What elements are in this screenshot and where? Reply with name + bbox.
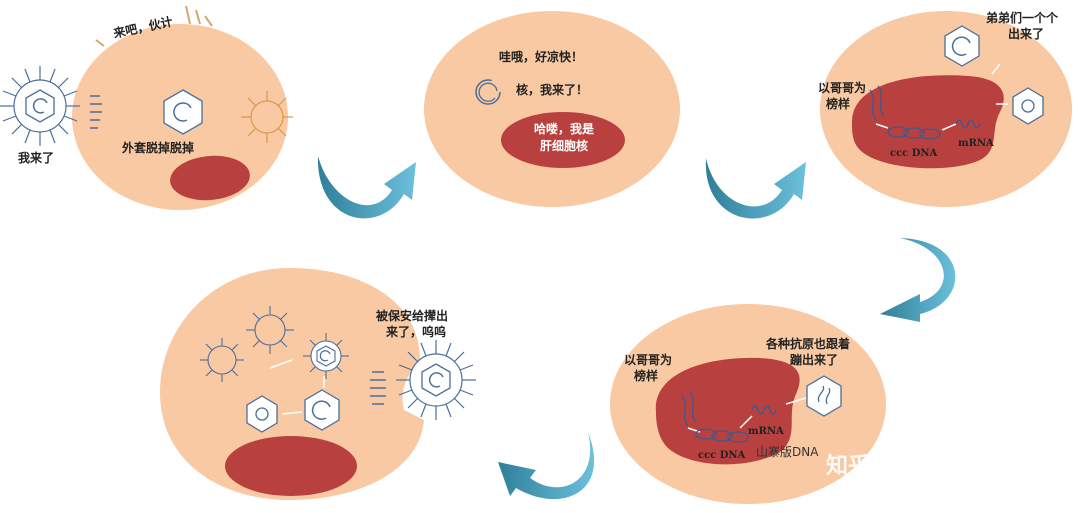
- exit-label-line1: 被保安给撵出: [376, 309, 449, 323]
- hexagon-capsid-icon: [25, 89, 55, 123]
- capsid-icon: [163, 89, 203, 135]
- model-label-3-line1: 以哥哥为: [818, 81, 867, 95]
- nucleus-3: [852, 75, 1004, 169]
- burst-lines-icon: [95, 5, 213, 47]
- curved-arrow-icon: [880, 238, 956, 322]
- panel-5-release: [160, 268, 476, 500]
- shed-coat-label: 外套脱掉脱掉: [122, 141, 195, 155]
- nucleus-arrive-label: 核，我来了！: [516, 83, 589, 97]
- mrna-label-4: mRNA: [748, 426, 784, 437]
- model-label-4-line1: 以哥哥为: [624, 353, 673, 367]
- mrna-icon: [955, 119, 981, 129]
- arrow-icon: [739, 415, 753, 429]
- panel-2-nucleus: [424, 11, 680, 207]
- empty-envelope-icon: [200, 338, 244, 382]
- panel-3-replication: [820, 11, 1072, 207]
- arrow-icon: [269, 359, 293, 369]
- nucleus-5: [225, 436, 357, 496]
- virus-icon: [396, 340, 476, 420]
- model-label-4-line2: 榜样: [634, 369, 659, 383]
- antigen-label-line2: 蹦出来了: [790, 353, 839, 367]
- panel-4-antigens: [610, 304, 886, 504]
- nucleus-greeting-line1: 哈喽，我是: [533, 122, 594, 136]
- antigen-hexagon-icon: [806, 375, 842, 417]
- model-label-3-line2: 榜样: [826, 97, 851, 111]
- circular-dna-icon: [32, 98, 48, 114]
- nucleus-2: [501, 112, 625, 168]
- arrow-icon: [875, 123, 889, 129]
- cccdna-label-4: ccc DNA: [698, 450, 746, 461]
- arrow-icon: [941, 123, 957, 131]
- cell-5: [160, 268, 424, 500]
- speed-lines-icon: [370, 371, 386, 405]
- virus-icon: [0, 66, 80, 146]
- curved-arrow-icon: [705, 158, 806, 219]
- cccdna-label-3: ccc DNA: [890, 148, 938, 159]
- brothers-label-line1: 弟弟们一个个: [986, 11, 1059, 25]
- dna-strands-icon: [869, 85, 885, 121]
- nucleus-1: [170, 155, 250, 201]
- cccdna-icon: [887, 126, 941, 140]
- mrna-icon: [751, 405, 777, 415]
- nucleus-greeting-line2: 肝细胞核: [539, 139, 588, 153]
- virus-arrival-label: 我来了: [18, 151, 55, 165]
- watermark: 知乎 @派来帮您: [826, 454, 988, 479]
- empty-envelope-icon: [241, 91, 293, 143]
- empty-envelope-icon: [246, 306, 294, 354]
- arrow-icon: [785, 397, 807, 405]
- brothers-label-line2: 出来了: [1008, 27, 1045, 41]
- fake-dna-label: 山寨版DNA: [756, 445, 819, 459]
- mrna-label-3: mRNA: [958, 138, 994, 149]
- curved-arrow-icon: [498, 432, 595, 500]
- cccdna-icon: [695, 428, 749, 443]
- cool-label: 哇哦，好凉快！: [499, 50, 584, 64]
- capsid-icon: [944, 25, 980, 67]
- arrow-icon: [991, 63, 1001, 75]
- curved-arrow-icon: [317, 156, 416, 219]
- assembling-virus-icon: [303, 333, 349, 379]
- exit-label-line2: 来了，呜呜: [386, 325, 447, 339]
- arrow-icon: [281, 411, 303, 415]
- nucleus-4: [655, 357, 800, 465]
- dna-strands-icon: [681, 391, 697, 427]
- cell-2: [424, 11, 680, 207]
- circular-dna-icon: [475, 79, 501, 105]
- capsid-icon: [304, 389, 340, 431]
- antigen-label-line1: 各种抗原也跟着: [766, 337, 851, 351]
- capsid-icon: [1012, 87, 1044, 125]
- panel-1-entry: [0, 5, 293, 210]
- capsid-icon: [246, 395, 278, 433]
- speed-lines-icon: [90, 95, 102, 129]
